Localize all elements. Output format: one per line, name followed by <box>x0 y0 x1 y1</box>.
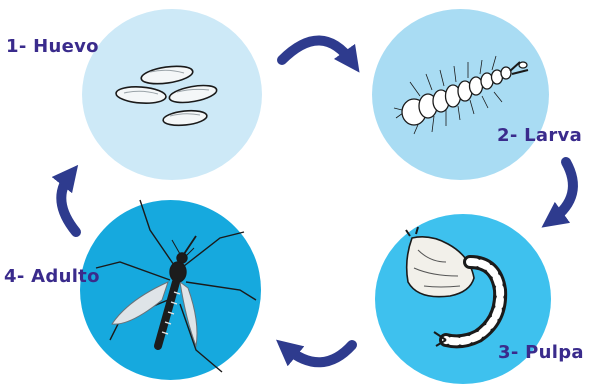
larva-icon <box>394 56 528 134</box>
pupa-icon <box>406 227 500 346</box>
arrow-larva-to-pupa <box>552 162 573 220</box>
stage-label-pupa: 3- Pulpa <box>498 342 584 363</box>
eggs-icon <box>116 63 218 127</box>
mosquito-icon <box>96 200 256 372</box>
stage-label-egg: 1- Huevo <box>6 36 99 57</box>
arrow-egg-to-larva <box>282 40 352 62</box>
arrow-pupa-to-adult <box>286 345 352 362</box>
stage-label-adult: 4- Adulto <box>4 266 100 287</box>
stage-label-larva: 2- Larva <box>497 125 582 146</box>
arrow-adult-to-egg <box>61 175 76 232</box>
